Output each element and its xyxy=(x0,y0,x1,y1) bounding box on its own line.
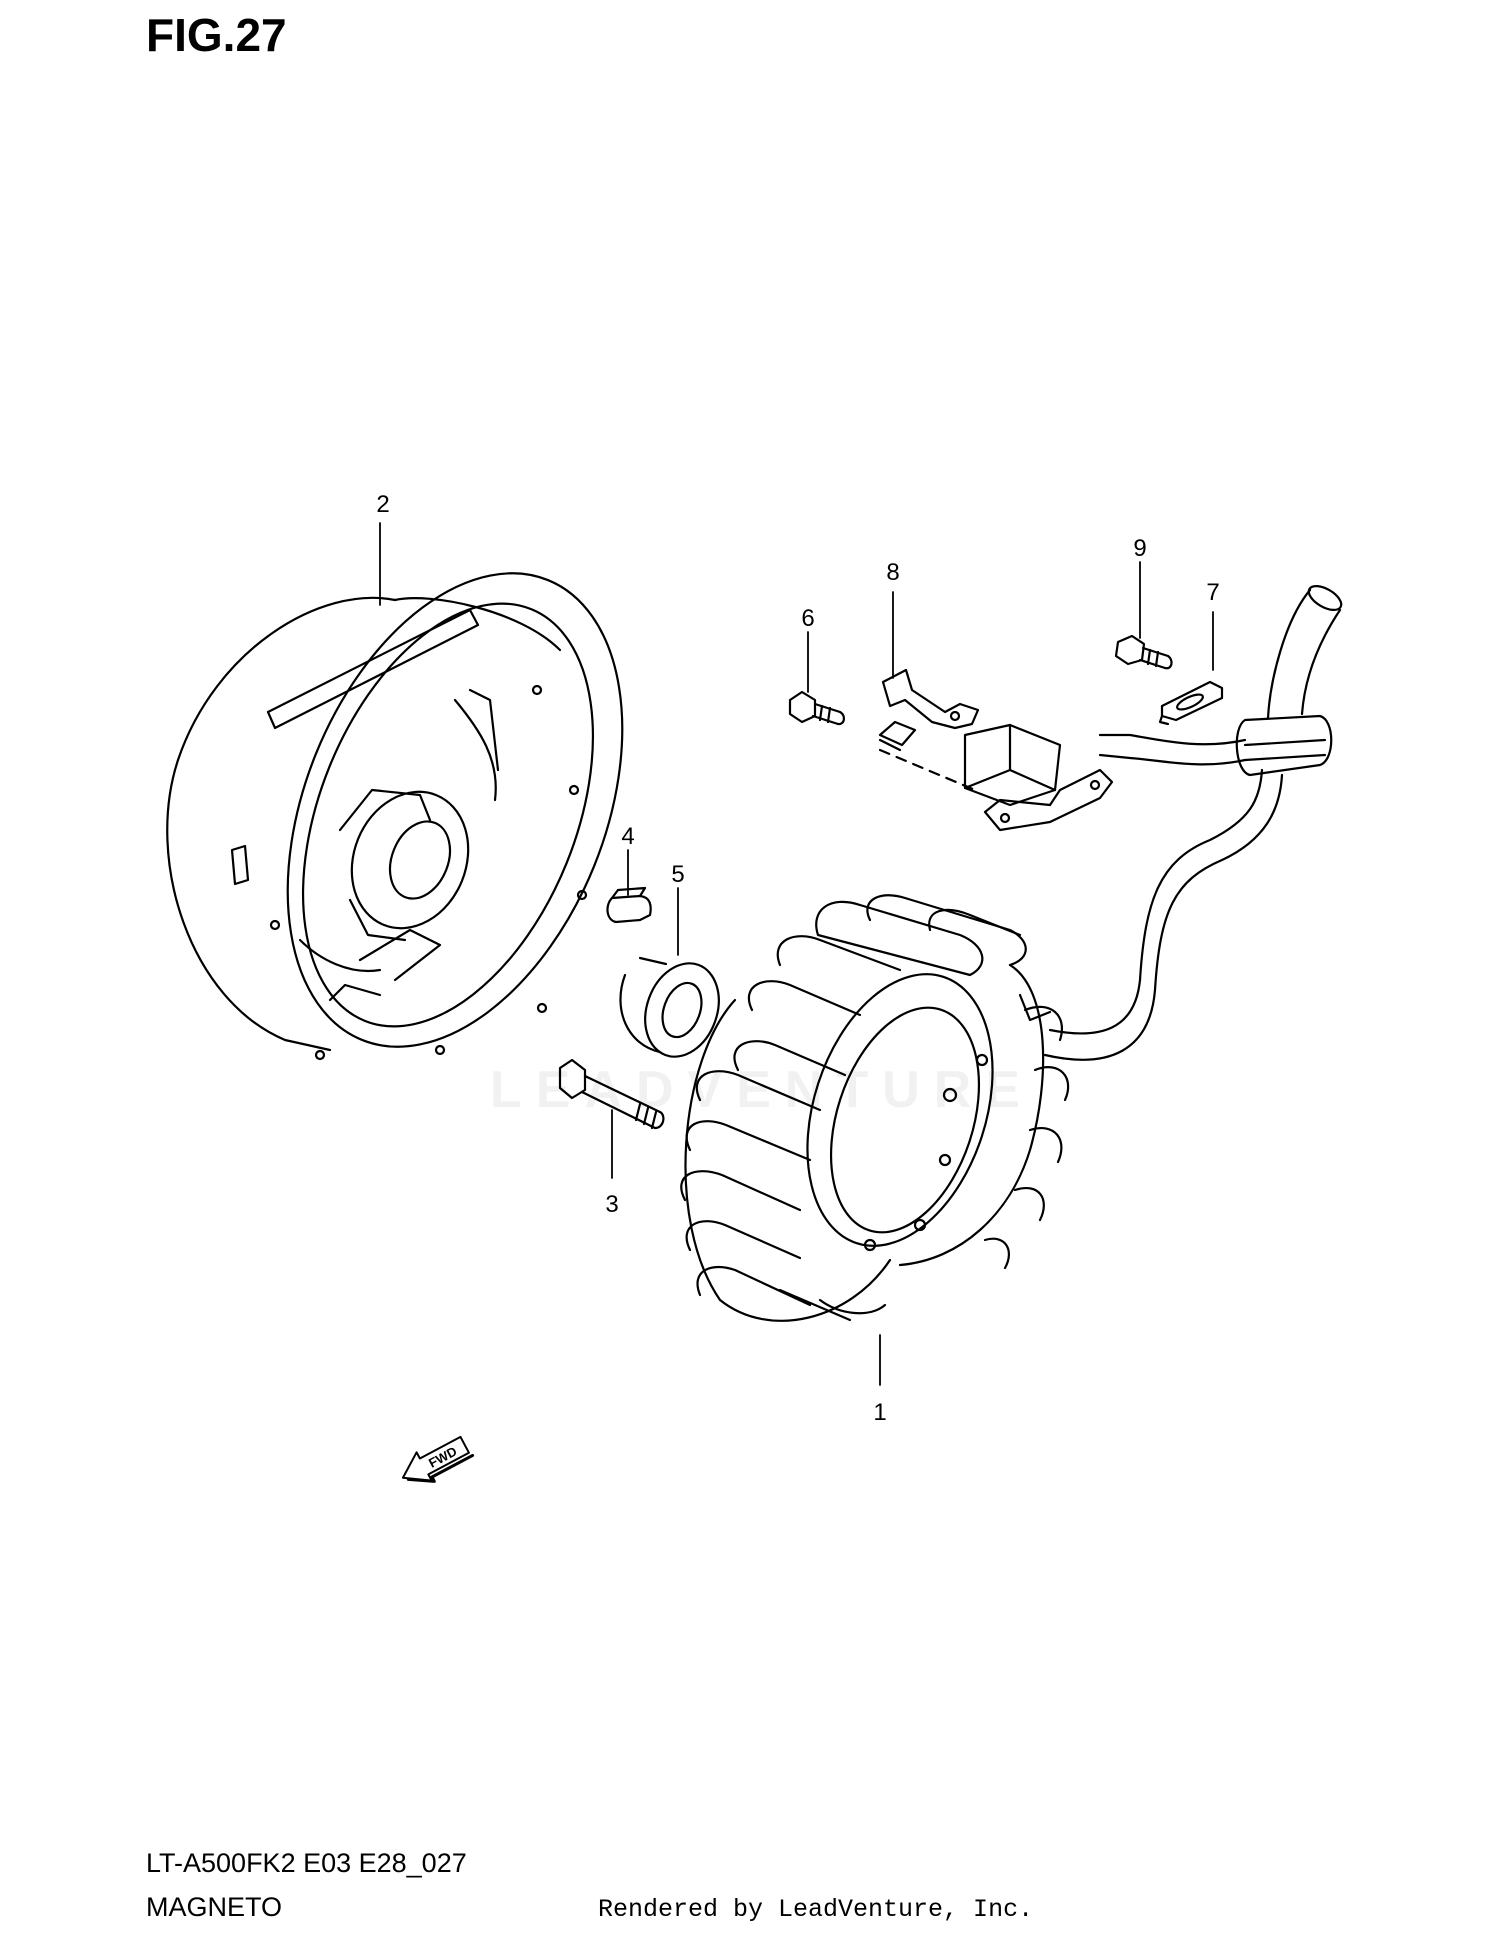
part-6-screw xyxy=(788,690,845,726)
part-7-clamp xyxy=(1158,680,1224,726)
callout-5: 5 xyxy=(671,861,684,888)
part-4-key xyxy=(606,886,652,924)
callout-1: 1 xyxy=(873,1399,886,1426)
part-9-screw xyxy=(1114,634,1173,670)
leader-lines xyxy=(379,522,1214,1386)
part-1-stator xyxy=(680,894,1070,1322)
coupler-block xyxy=(963,723,1114,832)
part-5-bushing xyxy=(619,956,720,1058)
callout-8: 8 xyxy=(886,559,899,586)
callout-9: 9 xyxy=(1133,535,1146,562)
part-3-bolt xyxy=(558,1058,665,1130)
callout-6: 6 xyxy=(801,605,814,632)
callout-7: 7 xyxy=(1206,579,1219,606)
fwd-arrow-icon: FWD xyxy=(401,1435,475,1483)
part-8-bracket xyxy=(878,668,980,752)
callout-2: 2 xyxy=(376,491,389,518)
callout-numbers: 1 2 3 4 5 6 7 8 9 xyxy=(376,491,1219,1426)
watermark: LEADVENTURE xyxy=(490,1061,1035,1119)
callout-3: 3 xyxy=(605,1191,618,1218)
model-code: LT-A500FK2 E03 E28_027 xyxy=(146,1848,467,1878)
figure-title: FIG.27 xyxy=(146,9,287,61)
render-credit: Rendered by LeadVenture, Inc. xyxy=(598,1895,1034,1924)
diagram-name: MAGNETO xyxy=(146,1892,283,1922)
callout-4: 4 xyxy=(621,823,634,850)
wire-harness xyxy=(1043,584,1343,1061)
assembly-line xyxy=(878,748,977,792)
part-2-flywheel-rotor xyxy=(166,572,624,1061)
